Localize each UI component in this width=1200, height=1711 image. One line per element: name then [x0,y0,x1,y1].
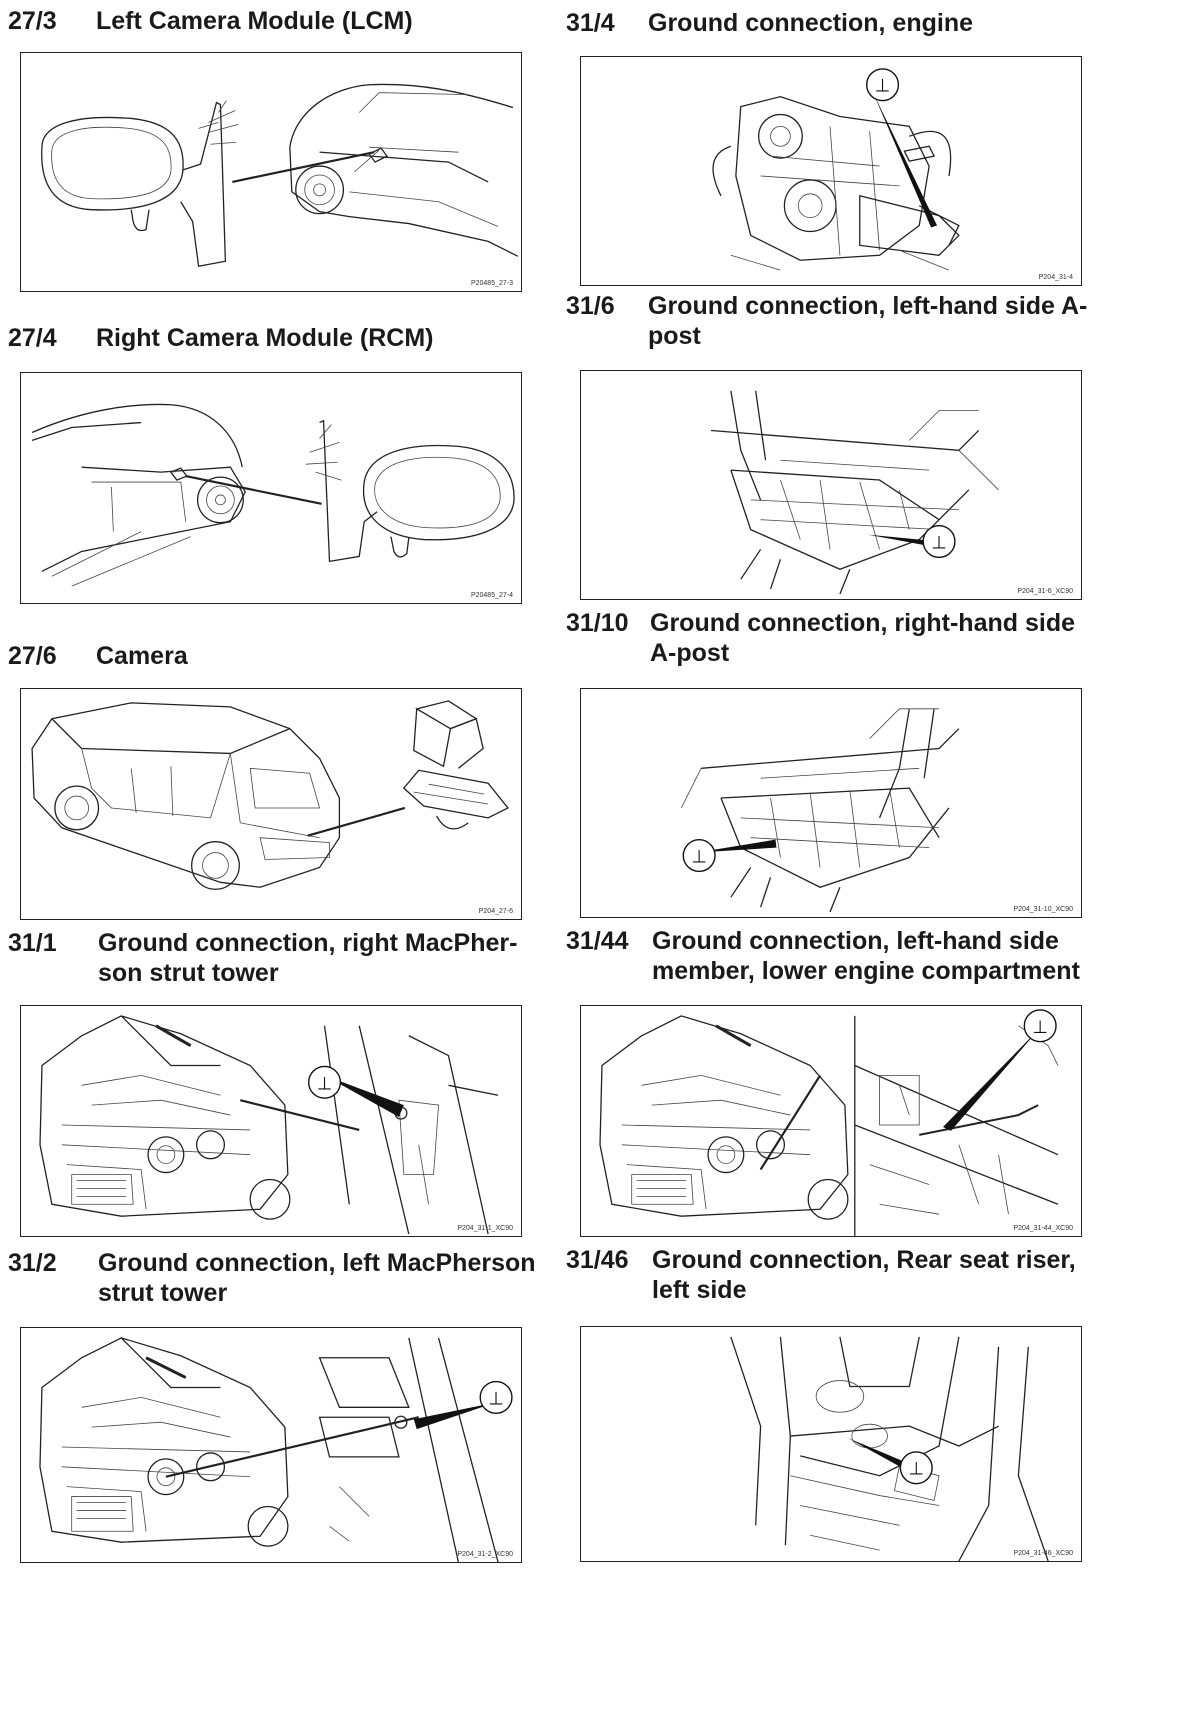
section-title-line-2: member, lower engine compartment [652,957,1080,985]
ground-symbol: ⊥ [488,1388,504,1409]
ground-symbol: ⊥ [317,1073,333,1094]
section-number: 31/10 [566,609,629,637]
left-strut-tower-drawing: ⊥ [39,1337,513,1562]
section-heading: 31/2 Ground connection, left MacPherson … [8,1248,568,1312]
ground-symbol: ⊥ [909,1459,925,1480]
section-heading: 31/44 Ground connection, left-hand side … [566,926,1190,990]
section-number: 31/44 [566,927,629,955]
figure-reference: P20485_27-4 [470,592,513,599]
section-number: 31/46 [566,1246,629,1274]
ground-symbol: ⊥ [931,532,947,553]
section-title-line-2: A-post [650,639,730,667]
section-title-line-1: Ground connection, left-hand side A- [648,292,1088,320]
section-title: Camera [96,642,188,670]
figure-reference: P204_31-1_XC90 [457,1225,513,1232]
illustration-side-member-ground: ⊥ P204_31-44_XC90 [580,1005,1082,1237]
ground-symbol: ⊥ [691,846,707,867]
figure-reference: P204_31-2_XC90 [457,1551,513,1558]
section-title-line-1: Ground connection, left MacPherson [98,1249,536,1277]
section-number: 31/1 [8,929,57,957]
figure-reference: P204_27-6 [478,908,513,915]
section-heading: 27/3 Left Camera Module (LCM) [8,6,548,40]
left-a-post-drawing: ⊥ [711,390,999,595]
section-heading: 31/4 Ground connection, engine [566,8,1186,42]
illustration-right-strut-tower-ground: ⊥ P204_31-1_XC90 [20,1005,522,1237]
section-heading: 31/46 Ground connection, Rear seat riser… [566,1245,1190,1309]
section-heading: 27/4 Right Camera Module (RCM) [8,323,548,357]
section-number: 31/6 [566,292,615,320]
section-title-line-2: left side [652,1276,747,1304]
section-number: 27/6 [8,642,57,670]
illustration-right-camera-module: P20485_27-4 [20,372,522,604]
section-title-line-2: post [648,322,701,350]
figure-reference: P204_31-46_XC90 [1013,1550,1073,1557]
illustration-left-camera-module: P20485_27-3 [20,52,522,292]
section-number: 27/4 [8,324,57,352]
engine-ground-drawing: ⊥ [712,68,960,271]
section-number: 31/4 [566,9,615,37]
section-title: Ground connection, engine [648,9,973,37]
section-title-line-2: strut tower [98,1279,228,1307]
section-title: Right Camera Module (RCM) [96,324,434,352]
section-title: Left Camera Module (LCM) [96,7,413,35]
figure-reference: P204_31-4 [1038,274,1073,281]
left-camera-module-drawing [41,83,519,267]
figure-reference: P204_31-6_XC90 [1017,588,1073,595]
ground-symbol: ⊥ [1032,1017,1048,1038]
section-title-line-1: Ground connection, Rear seat riser, [652,1246,1076,1274]
side-member-drawing: ⊥ [599,1009,1059,1236]
section-heading: 31/1 Ground connection, right MacPher- s… [8,928,568,992]
section-heading: 31/6 Ground connection, left-hand side A… [566,291,1190,355]
illustration-engine-ground: ⊥ P204_31-4 [580,56,1082,286]
rear-camera-drawing [31,700,509,890]
illustration-left-a-post-ground: ⊥ P204_31-6_XC90 [580,370,1082,600]
section-title-line-1: Ground connection, right MacPher- [98,929,518,957]
illustration-right-a-post-ground: ⊥ P204_31-10_XC90 [580,688,1082,918]
section-number: 27/3 [8,7,57,35]
right-strut-tower-drawing: ⊥ [39,1015,499,1235]
section-number: 31/2 [8,1249,57,1277]
section-title-line-1: Ground connection, right-hand side [650,609,1075,637]
illustration-rear-seat-riser-ground: ⊥ P204_31-46_XC90 [580,1326,1082,1562]
figure-reference: P204_31-44_XC90 [1013,1225,1073,1232]
illustration-left-strut-tower-ground: ⊥ P204_31-2_XC90 [20,1327,522,1563]
section-heading: 27/6 Camera [8,641,548,675]
section-heading: 31/10 Ground connection, right-hand side… [566,608,1190,672]
section-title-line-2: son strut tower [98,959,279,987]
section-title-line-1: Ground connection, left-hand side [652,927,1059,955]
right-camera-module-drawing [31,403,515,587]
ground-symbol: ⊥ [875,76,891,97]
figure-reference: P204_31-10_XC90 [1013,906,1073,913]
right-a-post-drawing: ⊥ [680,708,960,913]
figure-reference: P20485_27-3 [470,280,513,287]
rear-seat-riser-drawing: ⊥ [730,1336,1049,1561]
illustration-rear-camera: P204_27-6 [20,688,522,920]
